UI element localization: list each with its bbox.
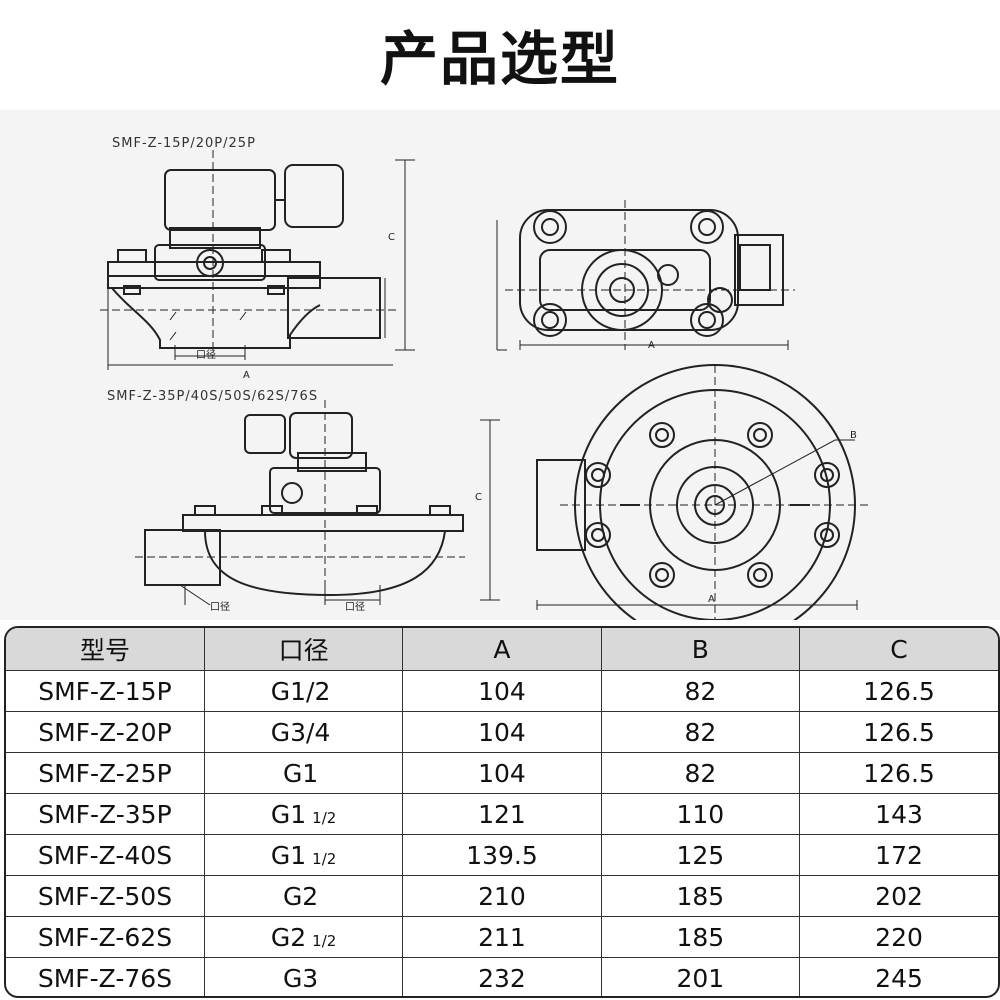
dim-c-top: C [388, 232, 395, 243]
cell-model: SMF-Z-50S [6, 875, 205, 917]
cell-model: SMF-Z-25P [6, 752, 205, 794]
header-b: B [600, 628, 801, 671]
cell-port: G1/2 [203, 670, 404, 712]
cell-model: SMF-Z-62S [6, 916, 205, 958]
header-model: 型号 [6, 628, 205, 671]
cell-c: 202 [799, 875, 998, 917]
small-valve-plan-view [496, 200, 795, 351]
cell-a: 104 [402, 670, 602, 712]
cell-port: G3/4 [203, 711, 404, 753]
cell-c: 220 [799, 916, 998, 958]
small-valve-side-view [100, 150, 415, 370]
header-a: A [402, 628, 602, 671]
drawing-label-bottom: SMF-Z-35P/40S/50S/62S/76S [107, 389, 318, 404]
port-label-bottom-1: 口径 [210, 600, 230, 613]
cell-b: 125 [600, 834, 801, 876]
cell-port: G1 [203, 752, 404, 794]
cell-model: SMF-Z-40S [6, 834, 205, 876]
cell-model: SMF-Z-76S [6, 957, 205, 996]
cell-b: 185 [600, 916, 801, 958]
cell-a: 139.5 [402, 834, 602, 876]
cell-model: SMF-Z-35P [6, 793, 205, 835]
cell-port: G2 [203, 875, 404, 917]
cell-port: G3 [203, 957, 404, 996]
large-valve-side-view [135, 400, 500, 606]
cell-c: 172 [799, 834, 998, 876]
port-label-bottom-2: 口径 [345, 600, 365, 613]
dim-b-plan: B [850, 430, 857, 441]
cell-c: 126.5 [799, 752, 998, 794]
cell-a: 211 [402, 916, 602, 958]
cell-a: 104 [402, 752, 602, 794]
table-row: SMF-Z-50S G2 210 185 202 [6, 875, 998, 917]
cell-b: 82 [600, 670, 801, 712]
spec-table: 型号 口径 A B C SMF-Z-15P G1/2 104 82 126.5 … [4, 626, 1000, 998]
table-row: SMF-Z-25P G1 104 82 126.5 [6, 752, 998, 794]
page-title: 产品选型 [379, 25, 620, 93]
cell-b: 82 [600, 752, 801, 794]
dim-a-top: A [243, 370, 250, 381]
cell-b: 110 [600, 793, 801, 835]
cell-model: SMF-Z-20P [6, 711, 205, 753]
header-port: 口径 [203, 628, 404, 671]
port-label-top: 口径 [196, 348, 216, 361]
table-row: SMF-Z-20P G3/4 104 82 126.5 [6, 711, 998, 753]
cell-c: 126.5 [799, 670, 998, 712]
valve-drawings-svg: SMF-Z-15P/20P/25P C A 口径 [100, 136, 870, 620]
cell-c: 245 [799, 957, 998, 996]
cell-c: 143 [799, 793, 998, 835]
cell-b: 82 [600, 711, 801, 753]
header-c: C [799, 628, 998, 671]
table-row: SMF-Z-15P G1/2 104 82 126.5 [6, 670, 998, 712]
cell-a: 104 [402, 711, 602, 753]
table-row: SMF-Z-76S G3 232 201 245 [6, 957, 998, 996]
cell-a: 121 [402, 793, 602, 835]
dim-c-bottom: C [475, 492, 482, 503]
cell-c: 126.5 [799, 711, 998, 753]
table-header-row: 型号 口径 A B C [6, 628, 998, 671]
cell-b: 201 [600, 957, 801, 996]
drawing-label-top: SMF-Z-15P/20P/25P [112, 136, 256, 151]
cell-model: SMF-Z-15P [6, 670, 205, 712]
technical-drawings: SMF-Z-15P/20P/25P C A 口径 [0, 110, 1000, 620]
cell-b: 185 [600, 875, 801, 917]
cell-a: 232 [402, 957, 602, 996]
dim-a-plan-bottom: A [708, 594, 715, 605]
cell-a: 210 [402, 875, 602, 917]
large-valve-plan-view [536, 364, 870, 620]
dim-a-plan-top: A [648, 340, 655, 351]
